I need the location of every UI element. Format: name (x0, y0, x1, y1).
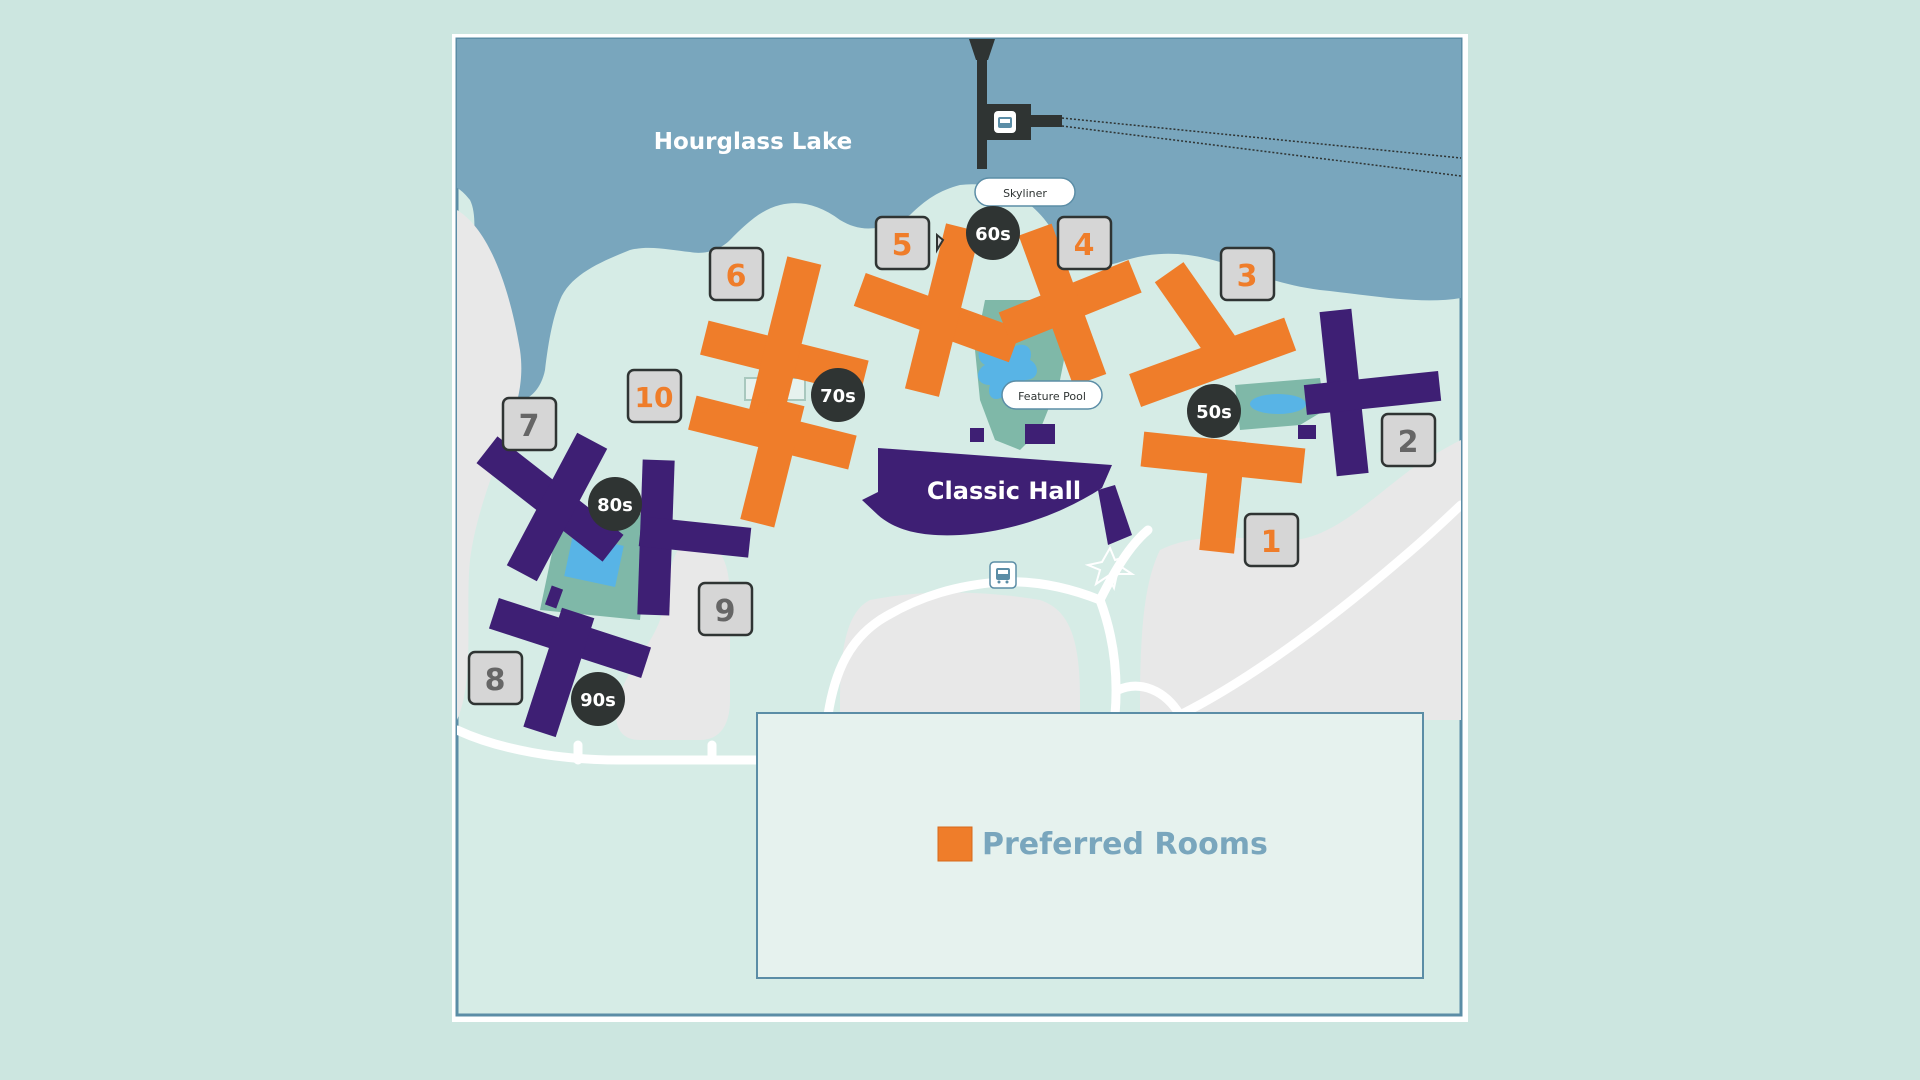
classic-hall-label: Classic Hall (927, 477, 1081, 505)
preferred-buildings (688, 223, 1306, 554)
courtyard-marker-60s[interactable]: 60s (966, 206, 1020, 260)
building-7-shape (506, 432, 608, 582)
building-7-label: 7 (519, 409, 540, 444)
building-callout-3[interactable]: 3 (1219, 246, 1276, 302)
courtyard-marker-50s[interactable]: 50s (1187, 384, 1241, 438)
building-3-shape (1154, 262, 1250, 377)
building-2-shape (1303, 370, 1442, 415)
resort-map-frame: Hourglass Lake Skyliner Feature Pool Cla… (452, 34, 1468, 1022)
bus-icon[interactable] (989, 561, 1017, 589)
building-1-label: 1 (1261, 525, 1282, 560)
building-3-label: 3 (1237, 259, 1258, 294)
building-callout-2[interactable]: 2 (1380, 412, 1437, 468)
building-callout-1[interactable]: 1 (1243, 512, 1300, 568)
classic-hall-shape (862, 448, 1112, 536)
courtyard-marker-70s[interactable]: 70s (811, 368, 865, 422)
courtyard-marker-90s[interactable]: 90s (571, 672, 625, 726)
star-icon (1084, 545, 1136, 591)
building-4-shape (1018, 223, 1107, 386)
courtyard-50s-label: 50s (1196, 402, 1232, 423)
gondola-icon[interactable] (994, 111, 1016, 133)
building-9-label: 9 (715, 594, 736, 629)
skyliner-label[interactable]: Skyliner (974, 177, 1076, 207)
building-5-shape (904, 223, 981, 397)
building-1-shape (1199, 438, 1246, 554)
lake (457, 39, 1461, 401)
legend-box: Preferred Rooms (756, 712, 1424, 979)
building-callout-8[interactable]: 8 (467, 650, 524, 706)
courtyard-80s-label: 80s (597, 495, 633, 516)
building-callout-10[interactable]: 10 (626, 368, 683, 424)
building-callout-6[interactable]: 6 (708, 246, 765, 302)
building-8-label: 8 (485, 663, 506, 698)
parking-area (1140, 440, 1461, 720)
building-small (1025, 424, 1055, 444)
standard-buildings (476, 308, 1442, 738)
feature-pool-label[interactable]: Feature Pool (1001, 380, 1103, 410)
building-callout-4[interactable]: 4 (1056, 215, 1113, 271)
building-6-shape (747, 256, 822, 425)
lake-label: Hourglass Lake (654, 129, 852, 155)
building-callout-7[interactable]: 7 (501, 396, 558, 452)
classic-hall-shape (1098, 485, 1132, 545)
building-6-label: 6 (726, 259, 747, 294)
building-small (1298, 425, 1316, 439)
skyliner-text: Skyliner (1003, 187, 1047, 200)
feature-pool-text: Feature Pool (1018, 390, 1086, 403)
courtyard-70s-label: 70s (820, 386, 856, 407)
building-2-label: 2 (1398, 425, 1419, 460)
pool (1250, 394, 1306, 414)
building-small (970, 428, 984, 442)
roads (457, 500, 1461, 765)
building-9-shape (638, 516, 752, 558)
building-callout-5[interactable]: 5 (874, 215, 945, 271)
building-4-label: 4 (1074, 228, 1095, 263)
courtyard-90s-label: 90s (580, 690, 616, 711)
resort-map: Hourglass Lake Skyliner Feature Pool Cla… (455, 37, 1463, 1017)
building-10-label: 10 (635, 381, 674, 414)
legend-preferred-label: Preferred Rooms (982, 827, 1268, 862)
courtyard-60s-label: 60s (975, 224, 1011, 245)
legend-swatch (937, 826, 973, 862)
parking-area (840, 592, 1080, 720)
building-8-shape (523, 607, 595, 738)
building-small (544, 585, 564, 609)
courtyard-marker-80s[interactable]: 80s (588, 477, 642, 531)
building-10-shape (740, 397, 805, 528)
building-5-label: 5 (892, 228, 913, 263)
building-callout-9[interactable]: 9 (697, 581, 754, 637)
